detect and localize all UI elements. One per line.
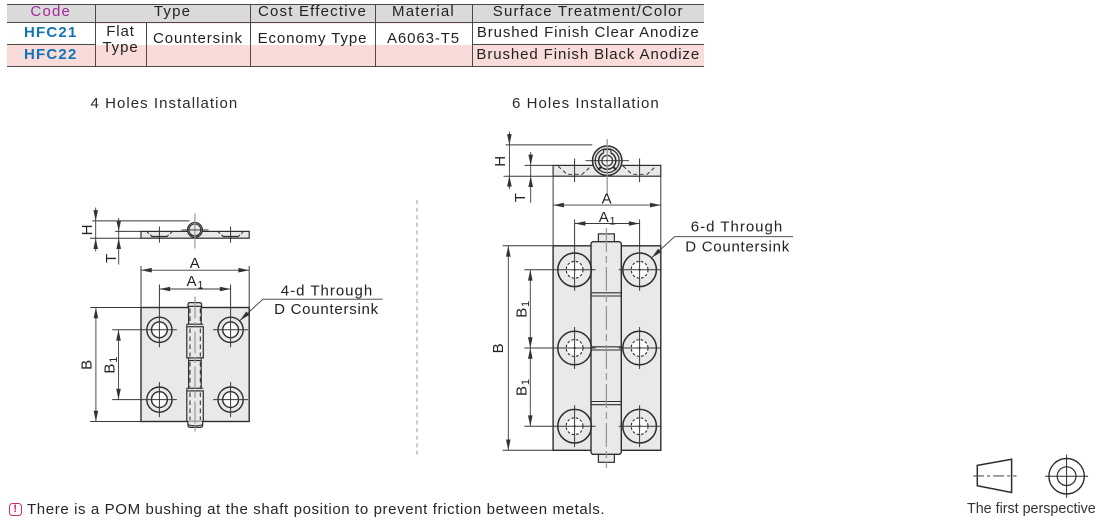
svg-text:6-d Through: 6-d Through <box>691 218 783 235</box>
svg-text:B1: B1 <box>102 356 121 374</box>
svg-text:T: T <box>512 192 529 202</box>
svg-text:A1: A1 <box>187 273 205 292</box>
svg-text:D Countersink: D Countersink <box>685 239 790 256</box>
svg-text:B: B <box>490 343 507 354</box>
svg-text:B1: B1 <box>513 300 532 318</box>
svg-text:A: A <box>190 255 201 272</box>
svg-text:H: H <box>492 155 509 167</box>
svg-text:H: H <box>79 224 96 236</box>
svg-text:A1: A1 <box>599 209 617 228</box>
svg-text:B: B <box>78 359 95 370</box>
svg-text:B1: B1 <box>513 378 532 396</box>
svg-text:4-d Through: 4-d Through <box>281 282 373 299</box>
svg-text:A: A <box>602 190 613 207</box>
svg-text:T: T <box>103 253 120 263</box>
svg-text:D Countersink: D Countersink <box>274 301 379 318</box>
